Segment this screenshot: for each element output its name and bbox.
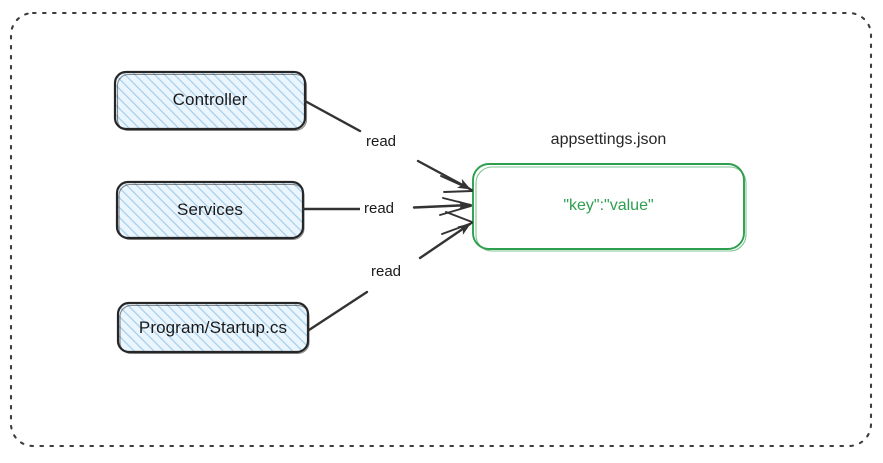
node-appsettings[interactable]: [472, 163, 747, 252]
node-services-label: Services: [177, 200, 243, 219]
edge-label-controller-read: read: [362, 132, 401, 151]
arrowhead-cluster: [439, 175, 473, 235]
node-controller-label: Controller: [172, 90, 248, 109]
edge-program-line-b: [418, 222, 472, 260]
edge-program-startup-to-appsettings: [307, 222, 472, 332]
edge-services-line-b: [412, 200, 472, 211]
node-appsettings-shape: [472, 163, 745, 250]
node-appsettings-sketch-edge: [475, 166, 747, 252]
appsettings-body-text: "key":"value": [563, 197, 654, 214]
outer-container-border: [9, 11, 873, 448]
edge-label-program-read: read: [367, 262, 406, 281]
node-services-sketch-edge: [118, 183, 305, 241]
edge-services-to-appsettings: [301, 200, 472, 211]
edge-program-line-a: [307, 290, 369, 332]
edge-controller-line-a: [303, 99, 362, 133]
edge-label-services-read: read: [360, 199, 399, 218]
node-program-startup-label: Program/Startup.cs: [138, 318, 288, 337]
appsettings-caption: appsettings.json: [550, 131, 667, 148]
node-program-startup-shape: [116, 301, 310, 354]
